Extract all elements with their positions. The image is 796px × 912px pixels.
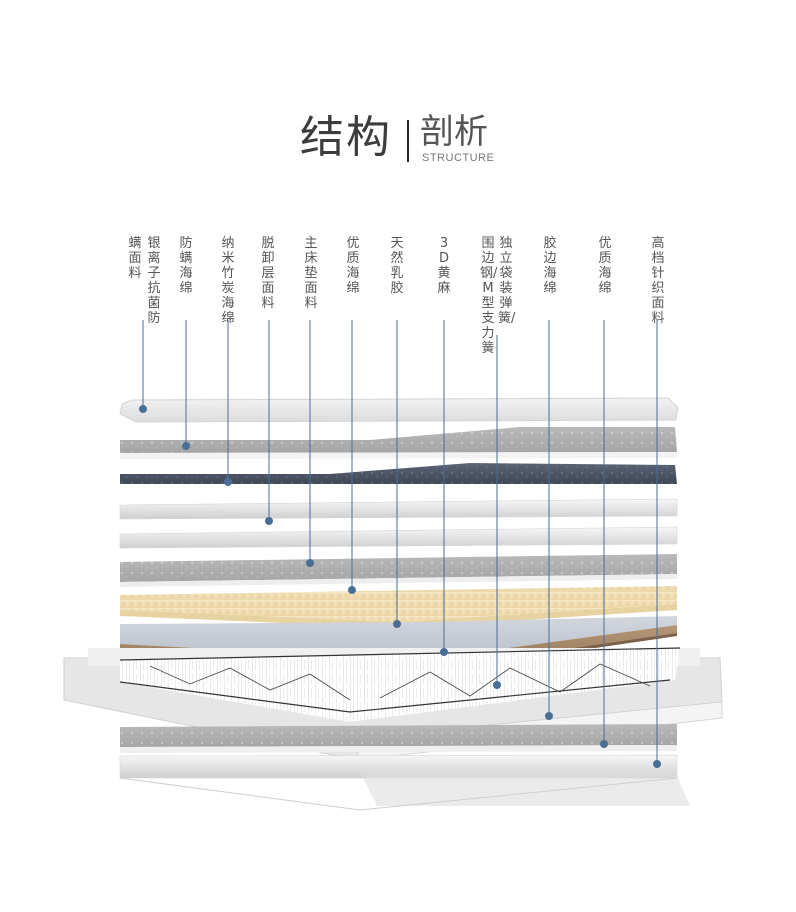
dot-knit-fabric	[653, 760, 661, 768]
label-3d-jute: 3D黄麻	[437, 236, 451, 296]
title-main: 结构	[300, 112, 392, 163]
dot-pocket-springs	[493, 681, 501, 689]
layer-main-fabric	[119, 526, 678, 549]
label-removable-fabric: 脱卸层面料	[261, 236, 275, 311]
leader-lines	[139, 320, 661, 768]
layer-removable-fabric	[119, 498, 678, 520]
label-antibacterial-fabric-b: 螨面料	[128, 236, 142, 281]
layer-edge-foam	[120, 724, 677, 753]
label-knit-fabric: 高档针织面料	[651, 236, 665, 326]
label-bamboo-charcoal-foam: 纳米竹炭海绵	[221, 236, 235, 326]
layer-antibacterial-fabric	[119, 397, 679, 423]
label-natural-latex: 天然乳胶	[390, 236, 404, 296]
label-pocket-springs-a: 独立袋装弹簧/	[498, 236, 516, 326]
dot-main-fabric	[306, 559, 314, 567]
label-antibacterial-fabric-a: 银离子抗菌防	[147, 236, 161, 326]
layer-quality-foam-top	[120, 554, 677, 587]
title-block: 结构 剖析 STRUCTURE	[0, 112, 796, 172]
layer-antimite-foam	[120, 427, 677, 459]
dot-antibacterial-fabric	[139, 405, 147, 413]
title-sub: 剖析	[420, 112, 488, 152]
label-quality-foam-top: 优质海绵	[346, 236, 360, 296]
dot-3d-jute	[440, 648, 448, 656]
dot-bamboo-charcoal-foam	[224, 478, 232, 486]
label-main-fabric: 主床垫面料	[304, 236, 318, 311]
label-edge-foam: 胶边海绵	[543, 236, 557, 296]
dot-natural-latex	[393, 620, 401, 628]
dot-quality-foam-top	[348, 586, 356, 594]
title-divider	[407, 120, 409, 162]
dot-antimite-foam	[182, 442, 190, 450]
layer-knit-fabric	[119, 770, 690, 811]
label-quality-foam-bottom: 优质海绵	[598, 236, 612, 296]
layer-bamboo-charcoal-foam	[120, 463, 677, 484]
dot-removable-fabric	[265, 517, 273, 525]
dot-quality-foam-bottom	[600, 740, 608, 748]
label-antimite-foam: 防螨海绵	[179, 236, 193, 296]
title-english: STRUCTURE	[422, 152, 495, 164]
dot-edge-foam	[545, 712, 553, 720]
label-pocket-springs-b: 围边钢/M型支力簧	[480, 236, 498, 356]
